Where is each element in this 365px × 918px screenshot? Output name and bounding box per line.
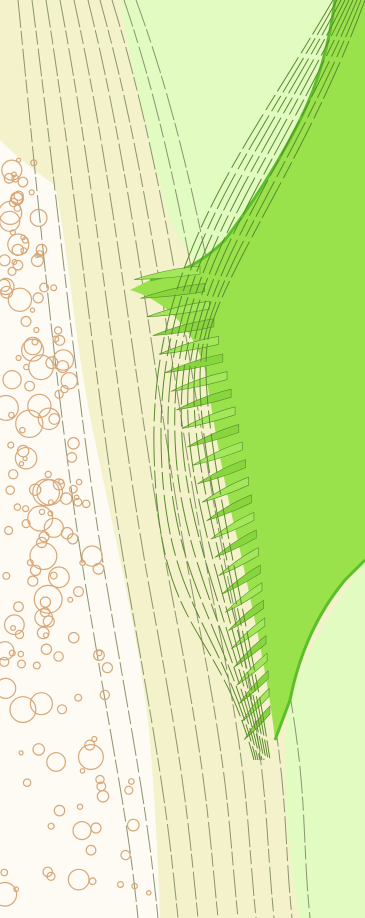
botanical-cross-section-illustration <box>0 0 365 918</box>
